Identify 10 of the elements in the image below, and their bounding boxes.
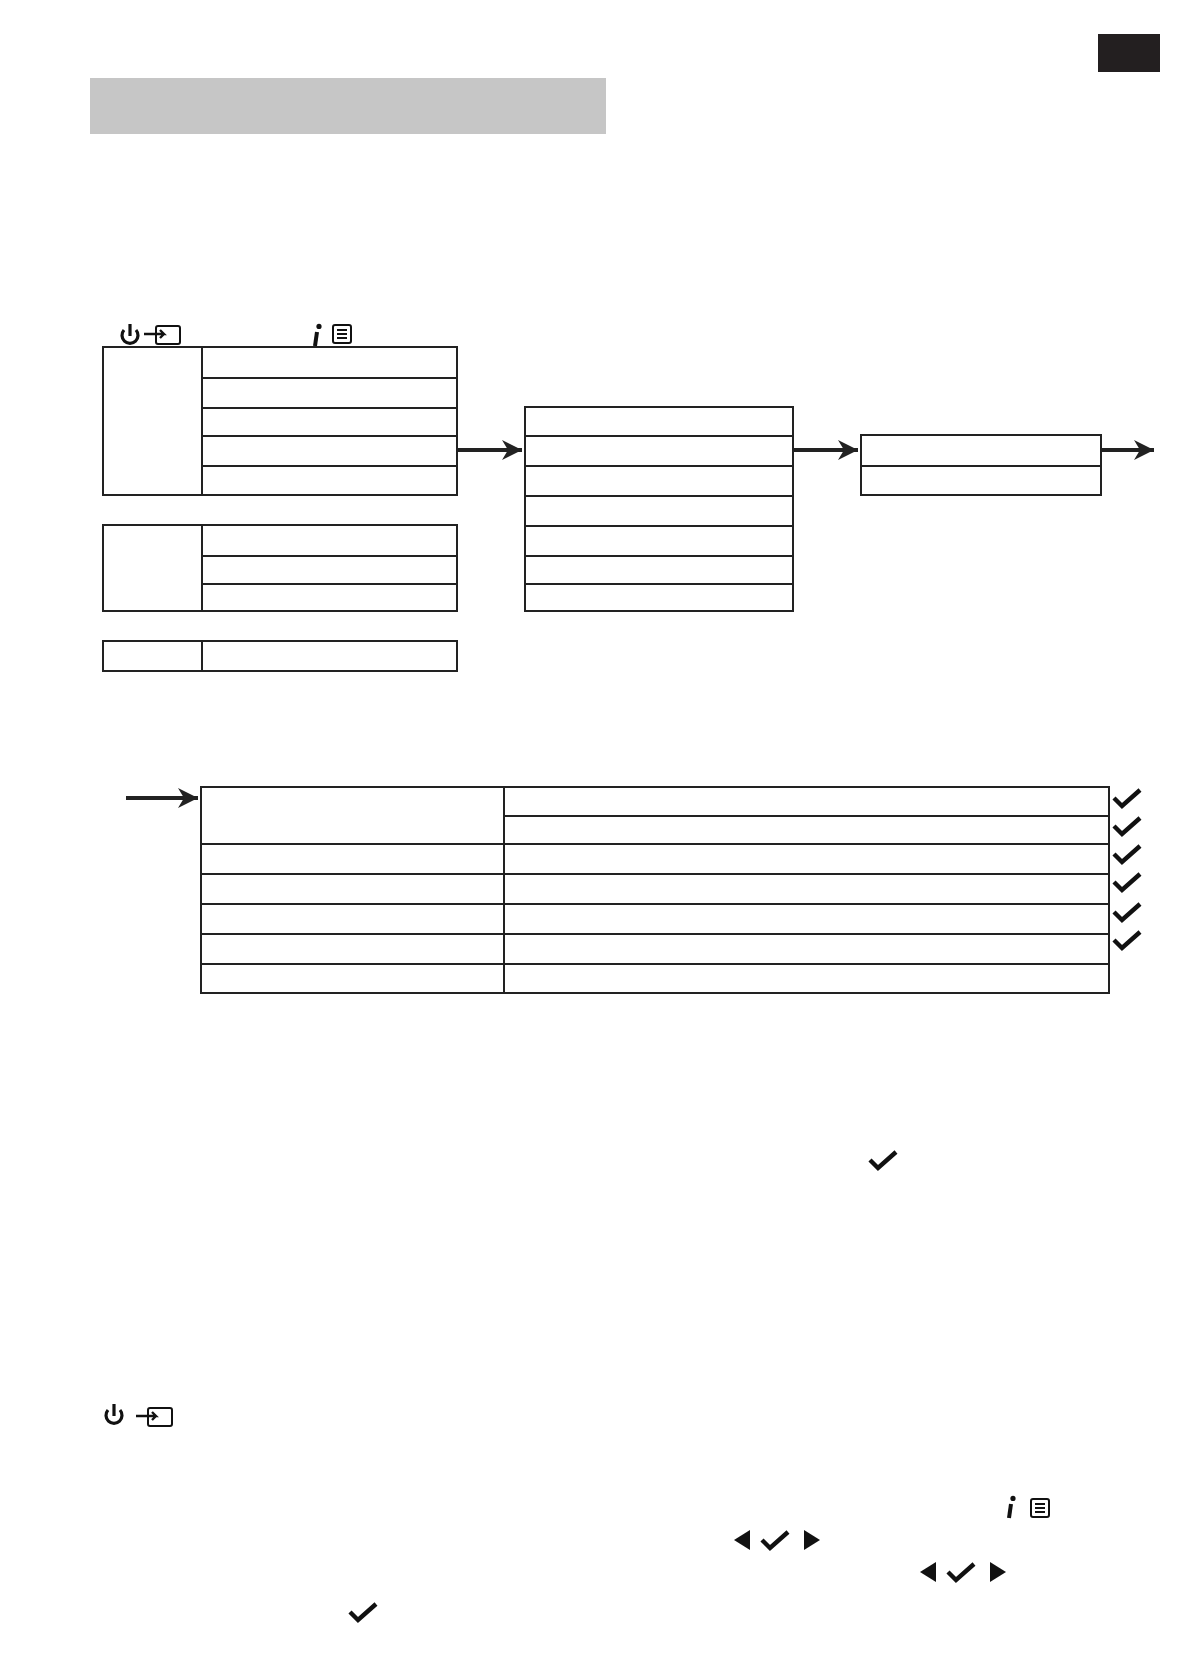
arrow	[794, 440, 858, 460]
table-box	[102, 524, 458, 612]
arrow	[126, 788, 198, 808]
arrow	[1102, 440, 1154, 460]
table-box	[102, 640, 458, 672]
table-box	[102, 346, 458, 496]
table-box	[860, 434, 1102, 496]
arrow	[458, 440, 522, 460]
table-box	[524, 406, 794, 612]
table-box	[200, 786, 1110, 994]
